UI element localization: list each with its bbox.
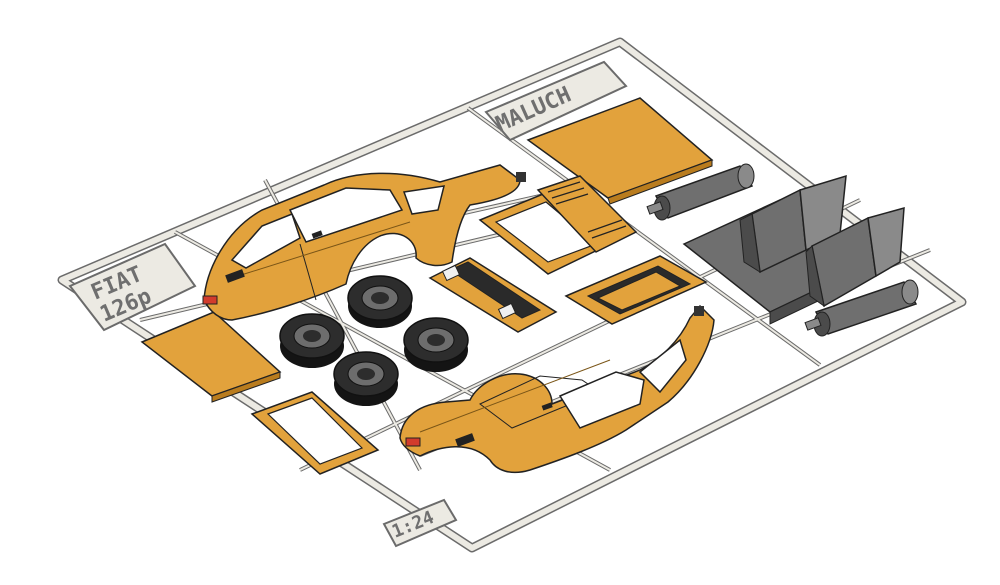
front-seat-left xyxy=(739,174,847,274)
rear-window-frame xyxy=(250,391,380,475)
front-grille-panel xyxy=(536,175,638,253)
taillight-right xyxy=(405,437,421,447)
roof-panel xyxy=(140,311,282,403)
rear-panel-part xyxy=(564,255,708,325)
wheel-right xyxy=(403,317,469,372)
hood-panel xyxy=(526,97,714,205)
wheel-top xyxy=(347,275,413,328)
label-plate-fiat: FIAT 126p xyxy=(68,242,197,332)
taillight-left xyxy=(202,295,218,305)
wheel-bottom xyxy=(333,351,399,406)
dashboard-part xyxy=(428,257,558,333)
wheel-left xyxy=(279,313,345,368)
front-seat-right xyxy=(805,206,905,308)
car-side-body-right xyxy=(399,304,715,474)
car-side-body-left xyxy=(202,164,526,321)
label-plate-scale: 1:24 xyxy=(382,498,458,548)
exhaust-muffler-top xyxy=(646,163,755,221)
exhaust-muffler-bottom xyxy=(804,279,919,337)
